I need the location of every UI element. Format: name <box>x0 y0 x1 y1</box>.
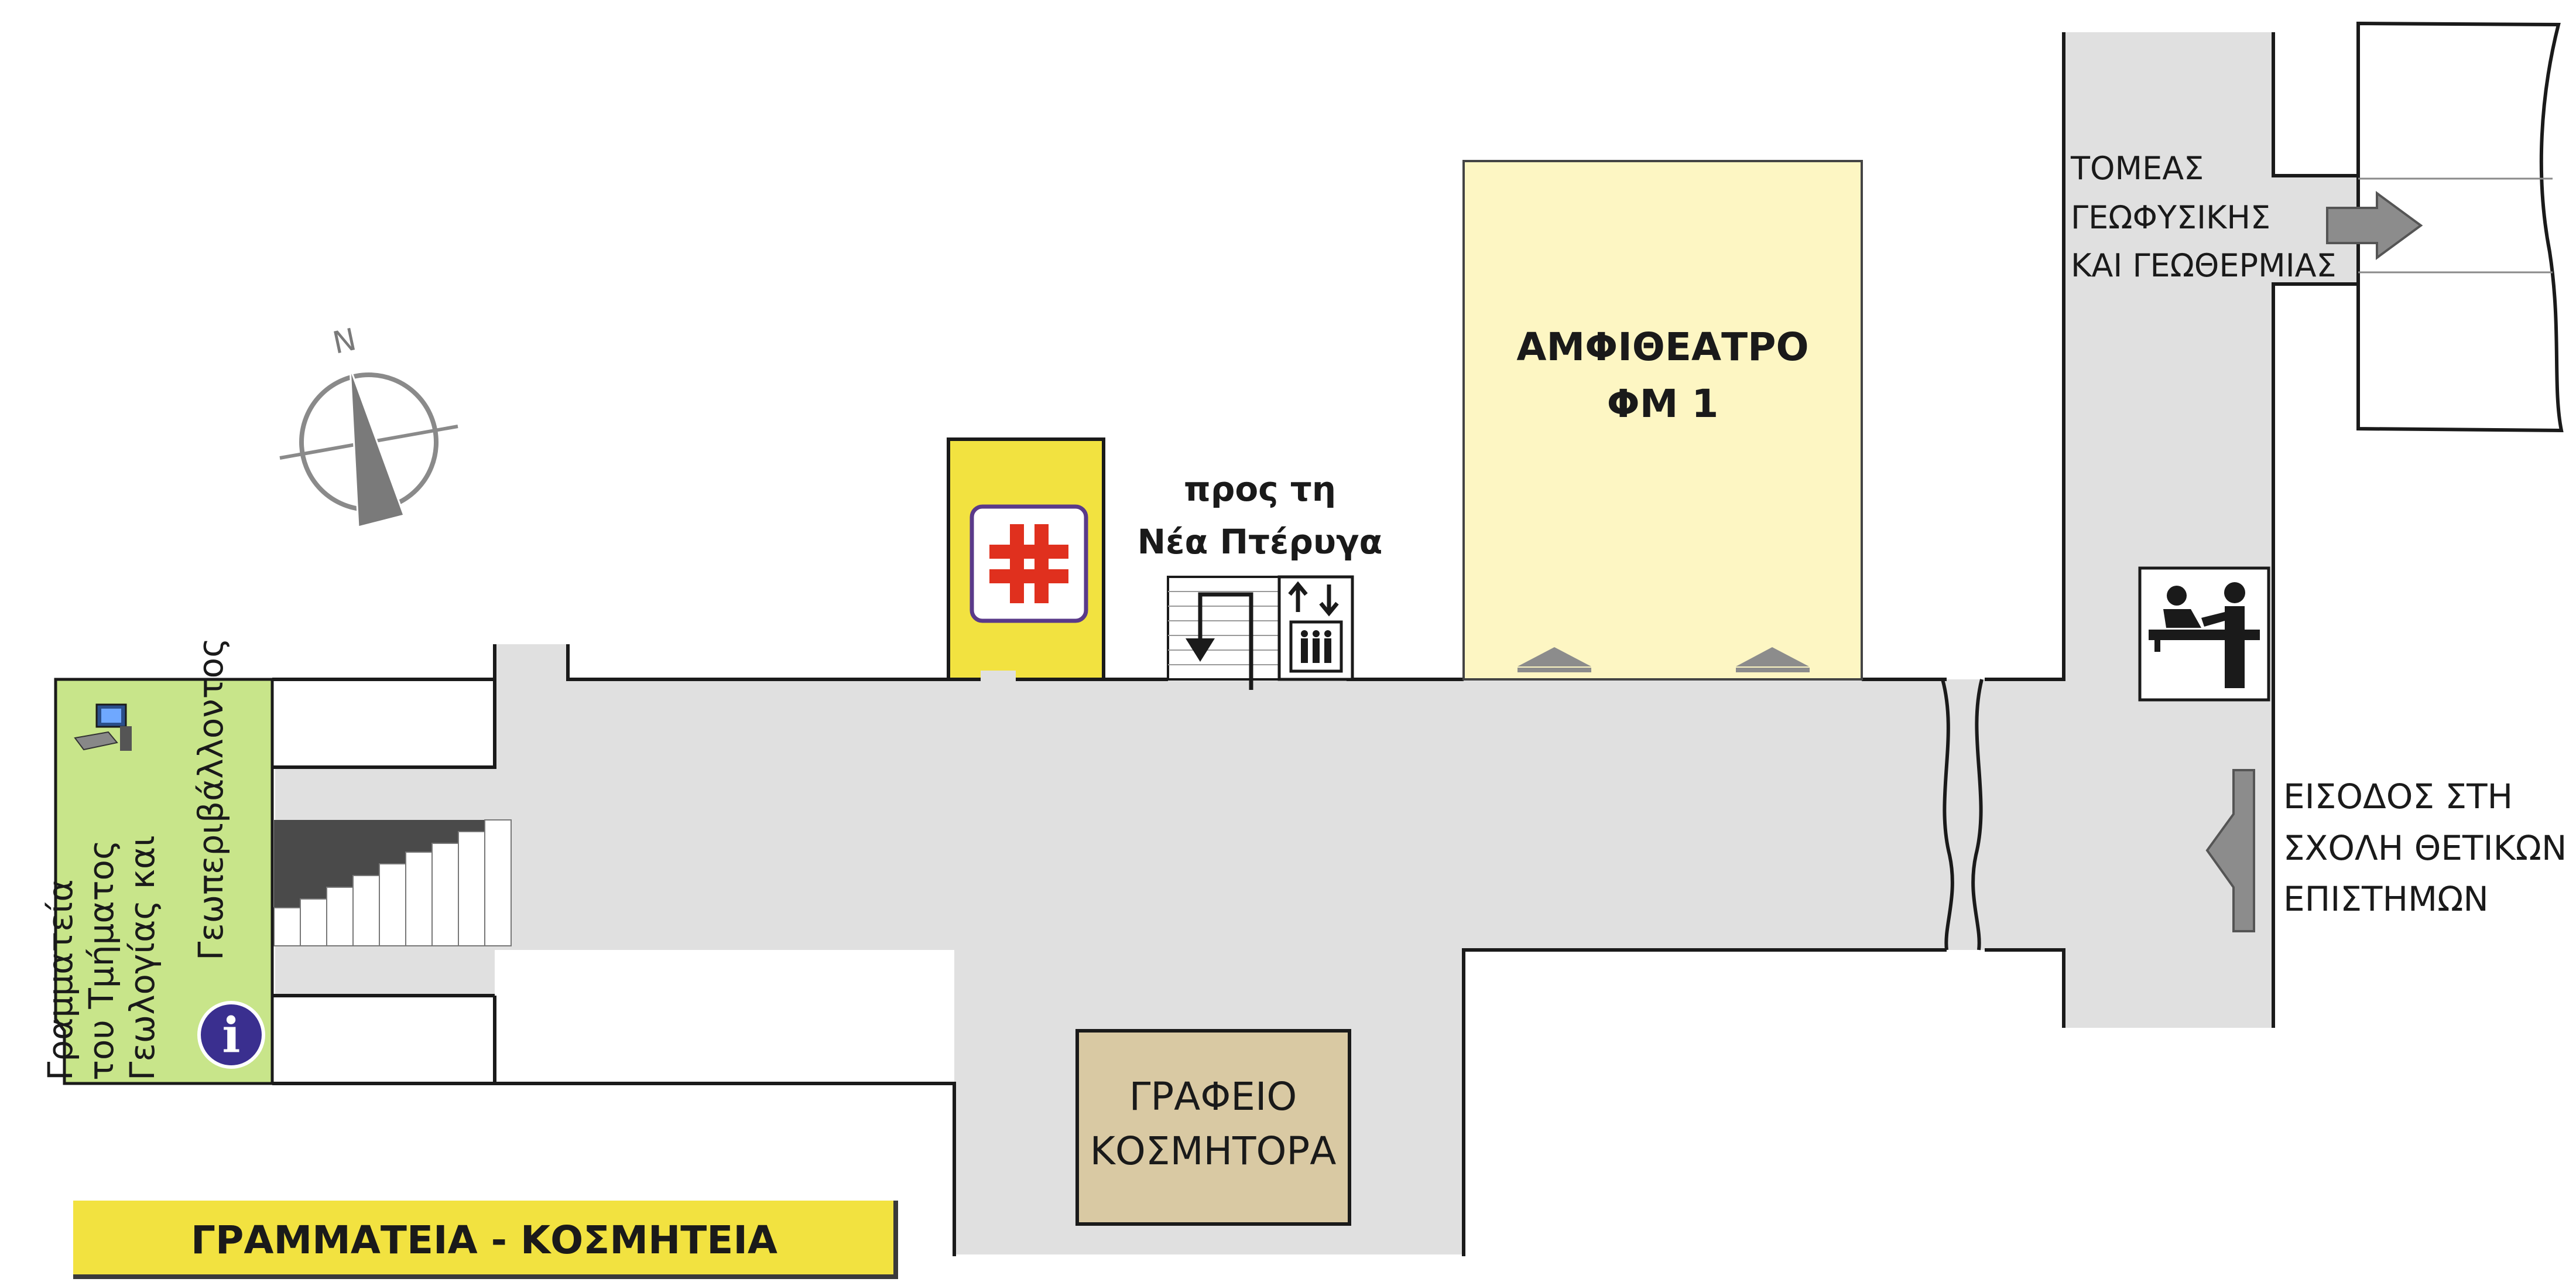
deans-office-label-line2: ΚΟΣΜΗΤΟΡΑ <box>1090 1129 1337 1174</box>
new-wing-label-line1: προς τη <box>1184 469 1336 509</box>
new-wing-label: προς τη Νέα Πτέρυγα <box>1138 469 1383 562</box>
compass-north-label: N <box>330 322 359 361</box>
banner-label: ΓΡΑΜΜΑΤΕΙΑ - ΚΟΣΜΗΤΕΙΑ <box>191 1218 777 1263</box>
computer-icon <box>74 703 132 751</box>
amphitheatre-door-left <box>1517 647 1591 672</box>
geophysics-label-line2: ΓΕΩΦΥΣΙΚΗΣ <box>2071 199 2270 236</box>
entrance-label-line2: ΣΧΟΛΗ ΘΕΤΙΚΩΝ <box>2283 828 2567 868</box>
info-icon: i <box>197 1001 265 1069</box>
geophysics-room <box>2356 21 2564 433</box>
first-aid-room <box>947 437 1105 682</box>
entrance-label-line3: ΕΠΙΣΤΗΜΩΝ <box>2283 879 2489 919</box>
secretariat-label-line3: Γεωλογίας και <box>122 835 162 1081</box>
stairs-down-icon <box>1167 576 1280 690</box>
geophysics-label: ΤΟΜΕΑΣ ΓΕΩΦΥΣΙΚΗΣ ΚΑΙ ΓΕΩΘΕΡΜΙΑΣ <box>2070 150 2337 284</box>
arrow-left-icon <box>2205 769 2255 932</box>
deans-office-label-line1: ΓΡΑΦΕΙΟ <box>1129 1074 1297 1119</box>
deans-office-room: ΓΡΑΦΕΙΟ ΚΟΣΜΗΤΟΡΑ <box>1075 1029 1351 1226</box>
stair-well <box>272 679 495 1083</box>
walls <box>272 32 2358 1256</box>
elevator-icon <box>1277 575 1354 681</box>
new-wing-label-line2: Νέα Πτέρυγα <box>1138 522 1383 562</box>
section-banner: ΓΡΑΜΜΑΤΕΙΑ - ΚΟΣΜΗΤΕΙΑ <box>73 1201 898 1279</box>
amphitheatre-room: ΑΜΦΙΘΕΑΤΡΟ ΦΜ 1 <box>1462 160 1863 681</box>
secretariat-room: Γραμματεία του Τμήματος Γεωλογίας και Γε… <box>40 638 274 1085</box>
first-aid-icon <box>970 504 1088 623</box>
amphitheatre-label-line1: ΑΜΦΙΘΕΑΤΡΟ <box>1516 324 1808 370</box>
amphitheatre-label-line2: ΦΜ 1 <box>1607 381 1719 426</box>
geophysics-label-line3: ΚΑΙ ΓΕΩΘΕΡΜΙΑΣ <box>2071 247 2337 284</box>
secretariat-label-line1: Γραμματεία <box>40 879 80 1081</box>
secretariat-label-line2: του Τμήματος <box>81 840 121 1081</box>
corridor-break-marks <box>1941 679 1984 951</box>
entrance-label-line1: ΕΙΣΟΔΟΣ ΣΤΗ <box>2283 777 2513 816</box>
secretariat-label: Γραμματεία <box>40 879 80 1081</box>
entrance-label: ΕΙΣΟΔΟΣ ΣΤΗ ΣΧΟΛΗ ΘΕΤΙΚΩΝ ΕΠΙΣΤΗΜΩΝ <box>2283 777 2567 919</box>
reception-desk-icon <box>2138 566 2270 702</box>
arrow-right-icon <box>2326 191 2423 260</box>
main-staircase <box>273 819 512 946</box>
amphitheatre-door-right <box>1736 647 1810 672</box>
info-symbol: i <box>222 1007 240 1064</box>
geophysics-label-line1: ΤΟΜΕΑΣ <box>2070 150 2204 187</box>
secretariat-label-line4: Γεωπεριβάλλοντος <box>191 638 231 960</box>
compass-icon: N <box>279 322 458 528</box>
